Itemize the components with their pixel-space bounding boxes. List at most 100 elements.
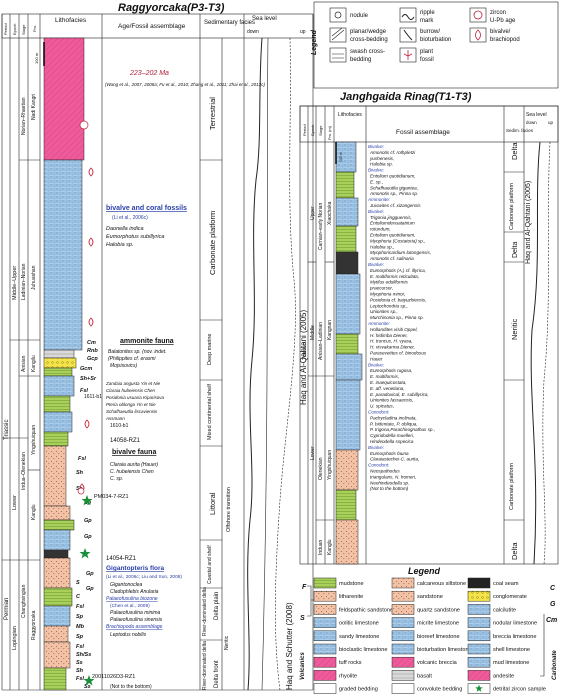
fossil-line: (Not to the bottom) [370,486,409,491]
fossil-line: Bivalve: [368,445,385,450]
right-lithology-column: 100 m [335,141,363,565]
fossil-line: Bivalve: [368,168,385,173]
fossil-line: Ammonite: [367,197,391,202]
svg-text:Neritic: Neritic [224,635,230,650]
legend-swatch [391,577,415,589]
legend-label: tuff rocks [339,660,362,666]
fossil-line: Pachycladina inclinata, [370,415,417,420]
svg-text:C. sp.: C. sp. [110,476,123,482]
fossil-line: Trigonia jingguensis, [370,215,412,220]
svg-text:Age/Fossil assemblage: Age/Fossil assemblage [118,23,186,30]
svg-text:Claraia aurita (Hauer): Claraia aurita (Hauer) [110,462,158,468]
legend-label: andesite [493,673,514,679]
svg-text:Ladinian–Norian: Ladinian–Norian [21,263,27,300]
svg-text:Epoch: Epoch [12,24,17,35]
legend-swatch [391,670,415,681]
svg-text:Gp: Gp [86,571,94,577]
svg-text:Carbonate platform: Carbonate platform [509,183,515,230]
legend-swatch [467,617,491,628]
svg-text:Haq and Al-Qahtani (2005): Haq and Al-Qahtani (2005) [299,309,308,405]
svg-text:Terrestrial: Terrestrial [208,97,217,130]
svg-text:Fsl: Fsl [76,676,84,682]
fossil-line: triangularis, N. homeri, [370,474,416,479]
svg-text:Olenekian: Olenekian [318,457,324,480]
legend-label: feldspathic sandstone [339,607,393,613]
bivalve-icon [88,237,94,247]
svg-text:Stage: Stage [21,24,26,35]
svg-text:Juhuashan: Juhuashan [31,265,37,290]
fossil-line: E. inaequicostata, [370,380,407,385]
svg-text:Palaeofusulina sinensis: Palaeofusulina sinensis [110,617,163,623]
right-chrono-labels: Triassic Upper Middle Lower Carnian–earl… [302,201,334,555]
svg-text:fossil: fossil [420,57,434,63]
svg-text:Pteria oblonga Yin et Nie: Pteria oblonga Yin et Nie [106,402,156,407]
svg-text:Ss: Ss [76,660,83,666]
svg-text:Gigantonoclea: Gigantonoclea [110,582,142,588]
svg-text:Induan: Induan [318,539,324,555]
nodule-icon [334,11,342,19]
swash-icon [332,53,344,59]
svg-text:Xiaochaka: Xiaochaka [327,201,333,225]
svg-text:Neritic: Neritic [510,318,519,340]
svg-text:Balatonites sp. (nov. indet.: Balatonites sp. (nov. indet. [108,349,167,355]
burrow-icon [403,29,413,41]
svg-text:Delta plain: Delta plain [214,592,220,620]
svg-text:ammonite fauna: ammonite fauna [120,338,174,345]
fossil-line: U. spicatus, [370,404,394,409]
svg-text:Palaeofusulina minima: Palaeofusulina minima [110,610,161,616]
fossil-line: Juvavites cf. xizangensis [369,203,421,208]
legend-label: oolitic limestone [339,621,379,627]
svg-text:Cladophlebis Anularia: Cladophlebis Anularia [110,589,159,595]
legend-swatch [467,656,491,668]
fossil-line: H. hidimba Diener, [370,333,408,338]
svg-text:Legend: Legend [311,29,318,55]
svg-text:Mojsisovics): Mojsisovics) [110,363,138,369]
svg-text:Period: Period [302,124,307,136]
fossil-line: Unionites sp., [370,309,398,314]
fossil-line: Neohindeodella sp. [370,480,409,485]
right-facies: Delta Carbonate platform Delta Neritic C… [504,142,524,560]
right-fossil-list: Bivalve:Amonotis cf. rothpletziyushenesi… [367,144,435,491]
svg-text:1611-b1: 1611-b1 [84,394,102,400]
svg-text:Carbonate platform: Carbonate platform [208,211,217,275]
svg-text:Sea level: Sea level [526,112,547,118]
legend-swatch [313,577,337,589]
svg-text:Kanglu: Kanglu [31,504,37,520]
fossil-line: Bivalve: [368,362,385,367]
svg-text:Yingshuiquan: Yingshuiquan [31,425,37,455]
fossil-line: Amonotis sp., Pinna sp. [369,191,418,196]
svg-text:(Li et al., 2006c): (Li et al., 2006c) [112,215,148,221]
legend-label: sandy limestone [339,634,379,640]
ripple-icon [401,14,415,20]
fossil-line: E. paradoxical, E. subillyrica, [370,392,429,397]
fossil-line: Halobia sp., [370,244,394,249]
svg-text:1610-b1: 1610-b1 [110,423,129,429]
fossil-line: Leptochondria sp., [370,303,408,308]
svg-text:bioturbation: bioturbation [420,37,451,43]
legend-swatch [467,630,491,642]
fossil-line: Entoliumdenuatatrium [370,221,415,226]
svg-text:zircon: zircon [490,10,506,16]
crossbed-icon [331,27,345,41]
svg-text:Changhsingian: Changhsingian [21,584,27,618]
legend-label: shell limestone [493,647,530,653]
svg-text:Sp: Sp [76,634,84,640]
svg-text:Fsl: Fsl [80,388,88,394]
svg-text:Carbonate: Carbonate [552,650,558,680]
fossil-line: Murchisonia sp., Pinna sp. [370,315,424,320]
svg-text:100 m: 100 m [34,52,39,64]
svg-text:Sh+Sr: Sh+Sr [80,376,97,382]
svg-text:Triassic: Triassic [4,420,10,440]
svg-text:Schafhaeutlia liscaviensis: Schafhaeutlia liscaviensis [106,409,158,414]
svg-text:burrow/: burrow/ [420,29,440,35]
legend-label: calcareous siltstone [417,581,466,587]
svg-text:Delta front: Delta front [214,660,220,688]
svg-text:Lower: Lower [12,495,18,510]
svg-text:nodule: nodule [350,13,369,19]
svg-text:Zandaia angusta Yin et Nie: Zandaia angusta Yin et Nie [105,381,161,386]
fossil-line: Claraiastechei-C. aurita, [370,457,419,462]
svg-text:14054-RZ1: 14054-RZ1 [106,556,137,562]
svg-text:Leptodus nobilis: Leptodus nobilis [110,632,147,638]
svg-text:Carnian–early Norian: Carnian–early Norian [318,203,324,250]
svg-text:Fm. (m): Fm. (m) [327,125,332,140]
